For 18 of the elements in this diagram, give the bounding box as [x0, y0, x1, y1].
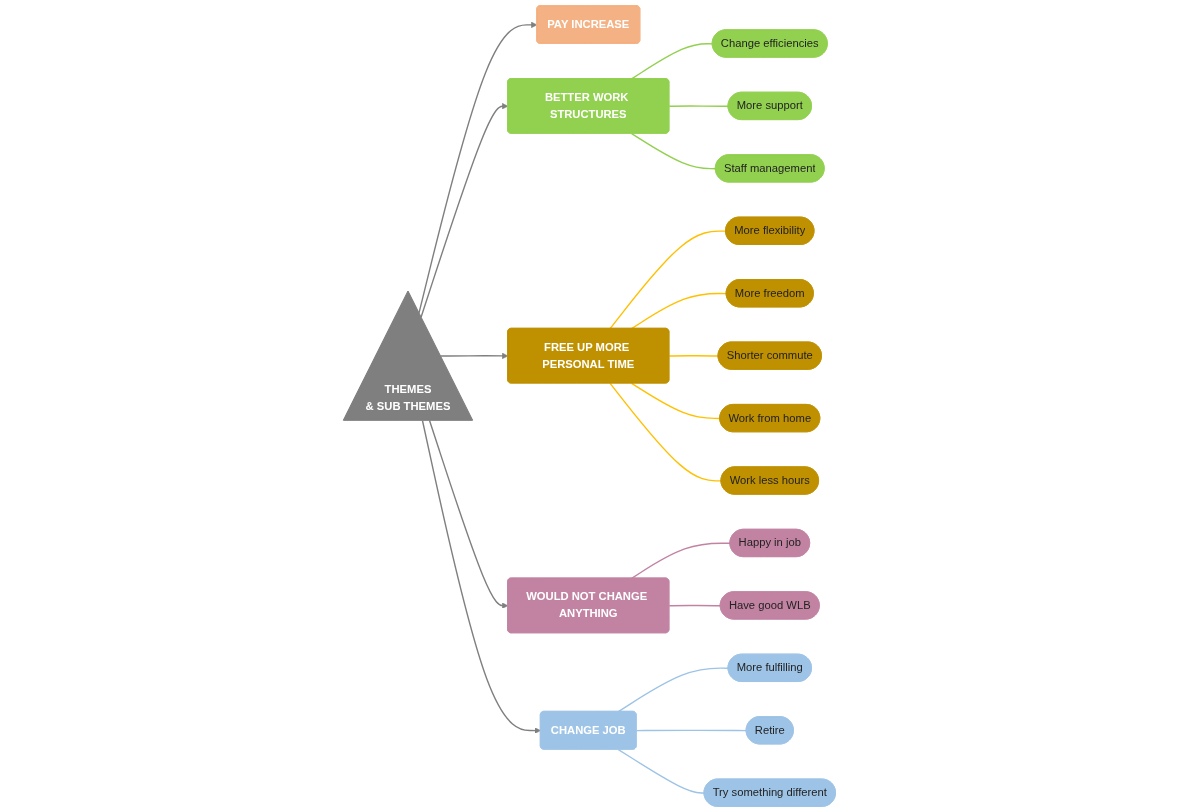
arrow — [439, 352, 509, 359]
connector — [668, 355, 720, 357]
connector — [630, 43, 714, 80]
arrow — [418, 21, 538, 314]
arrow — [428, 419, 509, 609]
connector — [609, 382, 722, 482]
connector — [609, 230, 727, 330]
connector — [635, 729, 748, 732]
connector — [617, 667, 730, 713]
arrow — [421, 419, 541, 734]
connector — [630, 292, 728, 330]
connector — [630, 382, 721, 420]
connector — [617, 748, 706, 794]
connector — [668, 604, 722, 607]
connector — [630, 542, 731, 580]
connector — [630, 132, 717, 170]
arrow — [420, 103, 509, 318]
connector — [668, 105, 730, 107]
